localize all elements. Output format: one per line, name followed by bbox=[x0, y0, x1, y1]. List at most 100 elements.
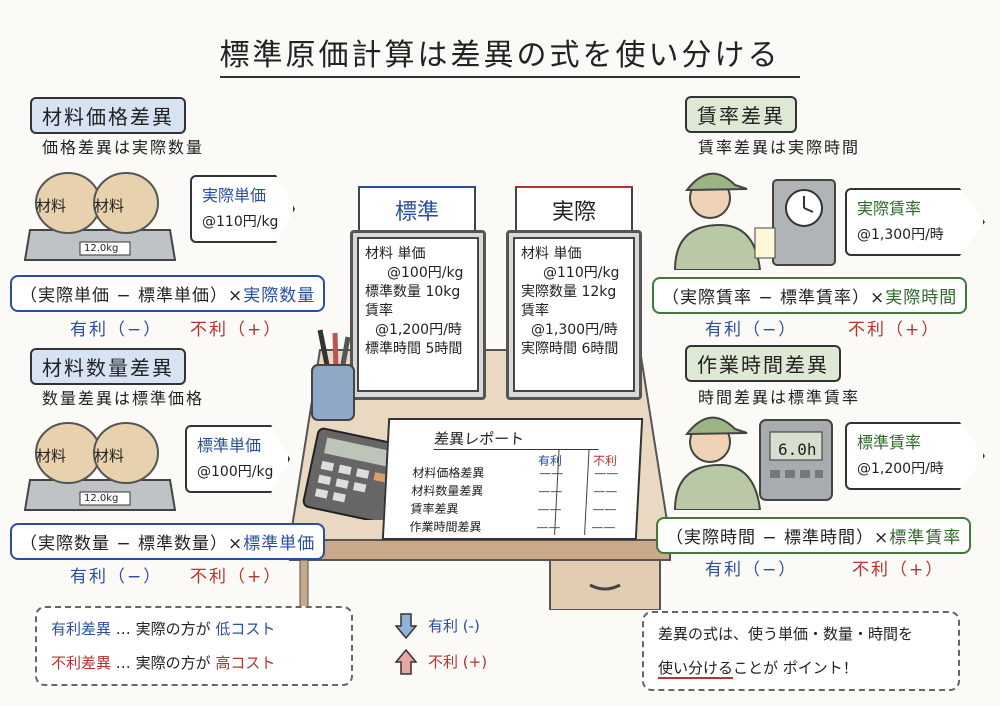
formula-key: 実際数量 bbox=[243, 286, 316, 306]
sack-label: 材料 bbox=[36, 447, 67, 465]
material-price-subtitle: 価格差異は実際数量 bbox=[42, 138, 205, 157]
tag-value: @1,200円/時 bbox=[857, 461, 944, 477]
legend-unfav-end: 高コスト bbox=[215, 654, 276, 672]
legend-fav-term: 有利差異 bbox=[51, 620, 112, 638]
report-blank: —— bbox=[538, 484, 563, 498]
report-blank: —— bbox=[593, 484, 618, 498]
card-line: 標準時間 5時間 bbox=[365, 341, 463, 357]
material-quantity-label: 材料数量差異 bbox=[30, 348, 186, 385]
material-price-label: 材料価格差異 bbox=[30, 97, 186, 134]
legend-box: 有利差異 … 実際の方が 低コスト 不利差異 … 実際の方が 高コスト bbox=[35, 606, 353, 686]
unfavorable-sign: 不利（+） bbox=[848, 320, 941, 340]
report-row: 材料価格差異 bbox=[411, 466, 485, 480]
wage-rate-label: 賃率差異 bbox=[685, 96, 797, 133]
unfavorable-sign: 不利（+） bbox=[190, 567, 283, 587]
sacks-on-scale-icon bbox=[23, 172, 177, 261]
pencil-cup-and-calculator bbox=[302, 329, 400, 520]
card-line: @110円/kg bbox=[543, 265, 620, 281]
favorable-sign: 有利（−） bbox=[705, 560, 798, 580]
note-box: 差異の式は、使う単価・数量・時間を 使い分けることが ポイント！ bbox=[642, 611, 960, 691]
card-line: 標準数量 10kg bbox=[365, 284, 461, 300]
arrow-up-label: 不利 (+) bbox=[428, 653, 488, 671]
actual-title: 実際 bbox=[551, 200, 596, 225]
tag-title: 標準単価 bbox=[197, 436, 262, 455]
favorable-sign: 有利（−） bbox=[70, 567, 163, 587]
price-tag: 標準単価 @100円/kg bbox=[185, 425, 290, 493]
wage-tag: 標準賃率 @1,200円/時 bbox=[845, 422, 985, 490]
card-line: @100円/kg bbox=[387, 265, 464, 281]
material-price-formula: （実際単価 − 標準単価）×実際数量 bbox=[10, 275, 326, 312]
tag-title: 標準賃率 bbox=[857, 433, 922, 452]
arrow-down-icon bbox=[395, 613, 417, 640]
report-row: 材料数量差異 bbox=[411, 484, 484, 498]
standard-stand: 材料 単価 @100円/kg 標準数量 10kg 賃率 @1,200円/時 標準… bbox=[350, 230, 486, 400]
wage-rate-formula: （実際賃率 − 標準賃率）×実際時間 bbox=[652, 277, 968, 314]
formula-key: 標準賃率 bbox=[889, 528, 962, 548]
card-line: 賃率 bbox=[365, 303, 393, 319]
legend-fav-end: 低コスト bbox=[215, 620, 276, 638]
tag-value: @1,300円/時 bbox=[857, 227, 944, 243]
report-row: 賃率差異 bbox=[410, 502, 459, 516]
material-quantity-formula: （実際数量 − 標準数量）×標準単価 bbox=[10, 523, 326, 560]
note-emphasis: 使い分ける bbox=[658, 659, 734, 679]
tag-value: @110円/kg bbox=[202, 214, 279, 230]
formula-text: （実際数量 − 標準数量）× bbox=[20, 534, 244, 554]
formula-key: 実際時間 bbox=[885, 288, 958, 308]
actual-stand: 材料 単価 @110円/kg 実際数量 12kg 賃率 @1,300円/時 実際… bbox=[506, 230, 642, 400]
sack-label: 材料 bbox=[94, 197, 125, 215]
scale-readout: 12.0kg bbox=[84, 493, 119, 504]
actual-card: 材料 単価 @110円/kg 実際数量 12kg 賃率 @1,300円/時 実際… bbox=[513, 237, 635, 392]
page-title: 標準原価計算は差異の式を使い分ける bbox=[219, 38, 781, 73]
arrow-down-label: 有利 (-) bbox=[428, 617, 480, 635]
legend-unfav-mid: … 実際の方が bbox=[115, 654, 211, 672]
legend-unfav-term: 不利差異 bbox=[51, 654, 112, 672]
report-blank: —— bbox=[536, 520, 561, 534]
card-line: 賃率 bbox=[521, 303, 549, 319]
sack-label: 材料 bbox=[36, 197, 67, 215]
tag-value: @100円/kg bbox=[197, 464, 274, 480]
wage-rate-subtitle: 賃率差異は実際時間 bbox=[698, 138, 861, 157]
unfavorable-sign: 不利（+） bbox=[190, 320, 283, 340]
card-line: 実際時間 6時間 bbox=[521, 341, 619, 357]
report-title: 差異レポート bbox=[433, 428, 600, 450]
card-line: 材料 単価 bbox=[365, 246, 426, 262]
scale-readout: 12.0kg bbox=[84, 243, 119, 254]
report-blank: —— bbox=[592, 502, 617, 516]
labor-time-formula: （実際時間 − 標準時間）×標準賃率 bbox=[656, 517, 972, 554]
tag-title: 実際賃率 bbox=[857, 199, 922, 218]
tag-title: 実際単価 bbox=[202, 186, 267, 205]
labor-time-subtitle: 時間差異は標準賃率 bbox=[698, 388, 861, 407]
unfavorable-sign: 不利（+） bbox=[852, 560, 945, 580]
legend-fav-mid: … 実際の方が bbox=[115, 620, 211, 638]
standard-title: 標準 bbox=[394, 200, 439, 225]
report-blank: —— bbox=[593, 466, 619, 480]
title-underline bbox=[220, 76, 800, 78]
worker-timer-icon bbox=[673, 416, 833, 510]
sacks-on-scale-icon bbox=[23, 422, 177, 511]
report-blank: —— bbox=[538, 466, 564, 480]
material-quantity-subtitle: 数量差異は標準価格 bbox=[42, 389, 205, 408]
favorable-sign: 有利（−） bbox=[705, 320, 798, 340]
timer-readout: 6.0h bbox=[778, 440, 817, 459]
worker-time-clock-icon bbox=[673, 172, 836, 270]
card-line: 材料 単価 bbox=[521, 246, 582, 262]
report-blank: —— bbox=[591, 520, 616, 534]
card-line: @1,300円/時 bbox=[531, 322, 618, 338]
card-line: @1,200円/時 bbox=[375, 322, 462, 338]
labor-time-label: 作業時間差異 bbox=[685, 345, 841, 382]
formula-text: （実際時間 − 標準時間）× bbox=[666, 528, 890, 548]
note-line1: 差異の式は、使う単価・数量・時間を bbox=[658, 625, 914, 643]
favorable-sign: 有利（−） bbox=[70, 320, 163, 340]
variance-report: 差異レポート 有利 不利 材料価格差異 材料数量差異 賃率差異 作業時間差異 —… bbox=[381, 418, 644, 540]
report-row: 作業時間差異 bbox=[409, 520, 482, 534]
price-tag: 実際単価 @110円/kg bbox=[190, 175, 295, 243]
formula-text: （実際賃率 − 標準賃率）× bbox=[662, 288, 886, 308]
report-blank: —— bbox=[537, 502, 562, 516]
card-line: 実際数量 12kg bbox=[521, 284, 617, 300]
standard-card: 材料 単価 @100円/kg 標準数量 10kg 賃率 @1,200円/時 標準… bbox=[357, 237, 479, 392]
note-line2: ことが ポイント！ bbox=[733, 659, 858, 677]
sack-label: 材料 bbox=[94, 447, 125, 465]
wage-tag: 実際賃率 @1,300円/時 bbox=[845, 188, 985, 256]
formula-key: 標準単価 bbox=[243, 534, 316, 554]
arrows-icon bbox=[395, 613, 417, 675]
